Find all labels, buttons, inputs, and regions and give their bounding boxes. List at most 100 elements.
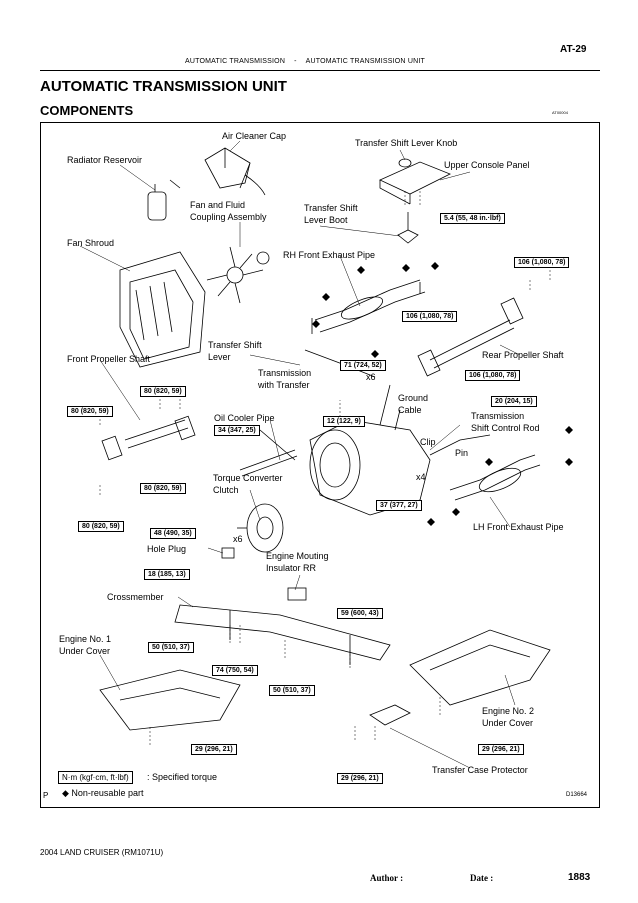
legend-unit-text: : Specified torque	[147, 772, 218, 782]
torque-106-b: 106 (1,080, 78)	[402, 311, 458, 322]
page-title: AUTOMATIC TRANSMISSION UNIT	[40, 78, 287, 95]
label-x6-bolts: x6	[366, 372, 376, 382]
torque-12: 12 (122, 9)	[323, 416, 365, 427]
label-hole-plug: Hole Plug	[147, 544, 187, 554]
label-x4-bolts: x4	[416, 472, 426, 482]
legend-unit-box: N·m (kgf·cm, ft·lbf)	[58, 771, 133, 784]
under-cover-1-drawing	[99, 669, 241, 731]
torque-71: 71 (724, 52)	[340, 360, 386, 371]
torque-29-c: 29 (296, 21)	[337, 773, 383, 784]
label-transfer-boot-line2: Lever Boot	[304, 215, 348, 225]
insulator-drawing	[287, 587, 307, 601]
under-cover-2-drawing	[409, 629, 551, 706]
label-fan-shroud: Fan Shroud	[67, 238, 115, 248]
footer-author: Author :	[370, 873, 404, 883]
torque-converter-drawing	[237, 503, 284, 553]
label-front-propeller-shaft: Front Propeller Shaft	[67, 354, 151, 364]
torque-29-a: 29 (296, 21)	[191, 744, 237, 755]
bolt-guides	[99, 190, 551, 745]
label-transfer-boot-line1: Transfer Shift	[304, 203, 358, 213]
subsection-name: AUTOMATIC TRANSMISSION UNIT	[305, 58, 425, 65]
torque-50-b: 50 (510, 37)	[269, 685, 315, 696]
drawing-code: D13664	[566, 792, 588, 798]
label-pin: Pin	[455, 448, 469, 458]
label-under-cover-1-line1: Engine No. 1	[59, 634, 112, 644]
torque-74: 74 (750, 54)	[212, 665, 258, 676]
label-under-cover-2-line2: Under Cover	[482, 718, 534, 728]
label-under-cover-2-line1: Engine No. 2	[482, 706, 535, 716]
label-lh-front-exhaust-pipe: LH Front Exhaust Pipe	[473, 522, 564, 532]
label-rear-propeller-shaft: Rear Propeller Shaft	[482, 350, 564, 360]
label-air-cleaner-cap: Air Cleaner Cap	[222, 131, 287, 141]
lh-exhaust-drawing	[449, 454, 541, 501]
label-radiator-reservoir: Radiator Reservoir	[67, 155, 143, 165]
label-crossmember: Crossmember	[107, 592, 164, 602]
torque-37: 37 (377, 27)	[376, 500, 422, 511]
leader-lines	[79, 140, 521, 769]
label-transfer-shift-lever-knob: Transfer Shift Lever Knob	[355, 138, 458, 148]
components-figure	[40, 122, 600, 808]
label-ground-line2: Cable	[398, 405, 422, 415]
torque-80-c: 80 (820, 59)	[140, 483, 186, 494]
label-transfer-case-protector: Transfer Case Protector	[432, 765, 528, 775]
label-under-cover-1-line2: Under Cover	[59, 646, 111, 656]
label-shift-rod-line1: Transmission	[471, 411, 525, 421]
air-cleaner-cap-drawing	[204, 147, 266, 196]
oil-cooler-pipe-drawing	[239, 429, 298, 477]
running-header: AUTOMATIC TRANSMISSION - AUTOMATIC TRANSMI…	[185, 58, 425, 65]
footer-page-number: 1883	[568, 872, 591, 883]
torque-5-4: 5.4 (55, 48 in.·lbf)	[440, 213, 505, 224]
label-insulator-line1: Engine Mouting	[266, 551, 329, 561]
figure-code: AT00004	[552, 110, 568, 115]
torque-50-a: 50 (510, 37)	[148, 642, 194, 653]
footer-date: Date :	[470, 873, 494, 883]
page-code: AT-29	[560, 44, 587, 55]
torque-80-a: 80 (820, 59)	[140, 386, 186, 397]
rear-prop-drawing	[417, 297, 524, 377]
radiator-reservoir-drawing	[147, 179, 181, 221]
label-shift-rod-line2: Shift Control Rod	[471, 423, 540, 433]
shift-rod-drawing	[429, 434, 491, 456]
legend-nonreusable: ◆ Non-reusable part	[62, 788, 144, 798]
label-clip: Clip	[420, 437, 436, 447]
label-insulator-line2: Insulator RR	[266, 563, 317, 573]
label-transfer-lever-line2: Lever	[208, 352, 231, 362]
label-fan-coupling-line1: Fan and Fluid	[190, 200, 246, 210]
header-rule	[40, 70, 600, 71]
torque-48: 48 (490, 35)	[150, 528, 196, 539]
torque-106-a: 106 (1,080, 78)	[514, 257, 570, 268]
nonreusable-markers	[312, 262, 573, 526]
torque-34: 34 (347, 25)	[214, 425, 260, 436]
header-separator: -	[294, 58, 297, 65]
label-transmission-line1: Transmission	[258, 368, 312, 378]
front-prop-drawing	[101, 415, 196, 461]
label-rh-front-exhaust-pipe: RH Front Exhaust Pipe	[283, 250, 376, 260]
torque-80-b: 80 (820, 59)	[67, 406, 113, 417]
fan-drawing	[206, 246, 270, 304]
fan-shroud-drawing	[119, 251, 206, 368]
torque-80-d: 80 (820, 59)	[78, 521, 124, 532]
hole-plug-drawing	[221, 547, 235, 559]
section-name: AUTOMATIC TRANSMISSION	[185, 58, 286, 65]
label-oil-cooler-pipe: Oil Cooler Pipe	[214, 413, 275, 423]
label-transfer-lever-line1: Transfer Shift	[208, 340, 262, 350]
torque-18: 18 (185, 13)	[144, 569, 190, 580]
label-fan-coupling-line2: Coupling Assembly	[190, 212, 267, 222]
section-title: COMPONENTS	[40, 103, 134, 118]
footer-model: 2004 LAND CRUISER (RM1071U)	[40, 848, 164, 857]
label-torque-converter-line1: Torque Converter	[213, 473, 283, 483]
torque-29-b: 29 (296, 21)	[478, 744, 524, 755]
label-transmission-line2: with Transfer	[258, 380, 310, 390]
label-ground-line1: Ground	[398, 393, 429, 403]
torque-59: 59 (600, 43)	[337, 608, 383, 619]
label-upper-console-panel: Upper Console Panel	[444, 160, 530, 170]
label-x6-bolts-converter: x6	[233, 534, 243, 544]
transfer-protector-drawing	[369, 704, 411, 726]
torque-20: 20 (204, 15)	[491, 396, 537, 407]
label-torque-converter-line2: Clutch	[213, 485, 239, 495]
console-drawing	[379, 158, 451, 244]
rh-exhaust-drawing	[311, 279, 426, 334]
p-mark: P	[43, 791, 49, 800]
torque-106-c: 106 (1,080, 78)	[465, 370, 521, 381]
